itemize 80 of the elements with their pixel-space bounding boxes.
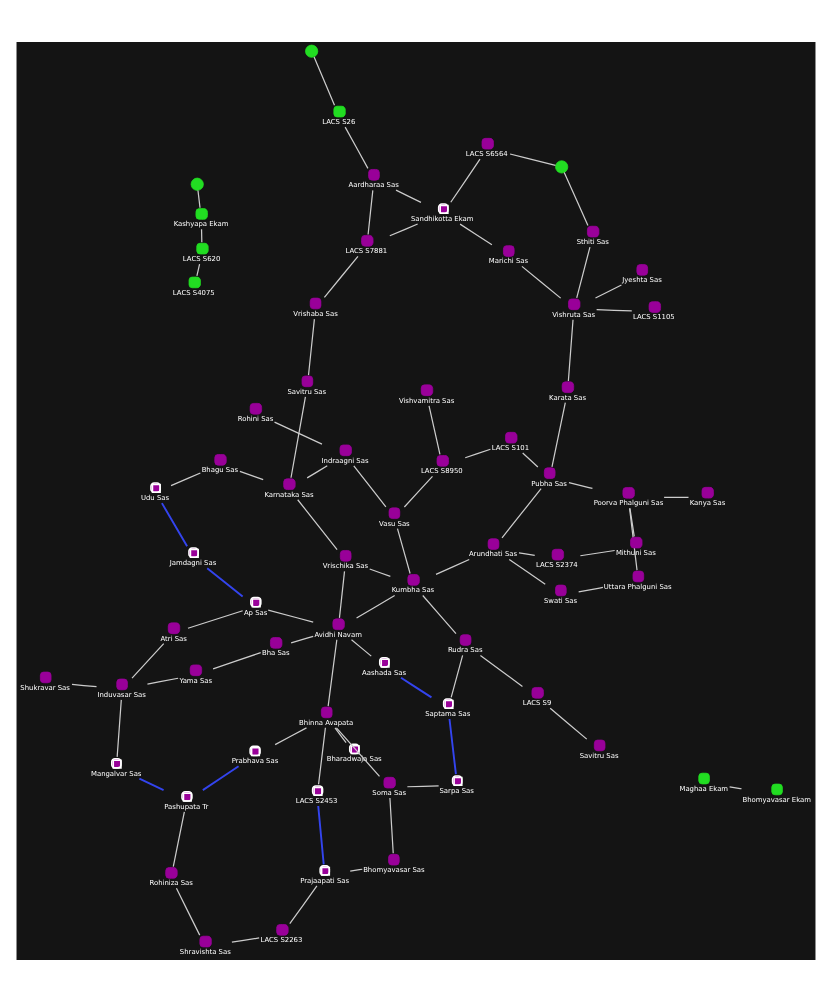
connector	[212, 651, 262, 669]
connector	[435, 557, 470, 574]
connector	[355, 593, 396, 618]
connector	[464, 447, 492, 458]
connector	[289, 884, 318, 924]
connector	[231, 936, 260, 942]
connector	[290, 395, 307, 478]
connector	[578, 585, 604, 592]
connector	[196, 262, 201, 276]
connector	[551, 401, 566, 467]
connector	[201, 764, 240, 791]
connector	[335, 726, 381, 776]
connector	[729, 785, 743, 789]
connector	[71, 682, 98, 687]
connector	[369, 567, 391, 576]
connector	[400, 675, 433, 698]
node-circle	[305, 43, 319, 57]
connector	[146, 676, 179, 684]
connector	[327, 638, 338, 706]
connector	[395, 188, 422, 202]
connector	[197, 188, 201, 208]
connector	[450, 653, 464, 698]
connector	[508, 557, 546, 584]
connector	[334, 726, 347, 743]
connector	[206, 566, 244, 597]
connector	[175, 886, 201, 935]
connector	[267, 608, 314, 622]
connector	[131, 642, 165, 678]
connector	[350, 638, 372, 656]
connector	[338, 569, 346, 618]
connector	[479, 653, 524, 687]
connector	[459, 222, 493, 245]
node-circle	[190, 176, 204, 190]
connector	[170, 471, 201, 486]
connector	[160, 501, 189, 547]
connector	[576, 245, 591, 298]
connector	[344, 125, 369, 168]
connector	[389, 222, 419, 236]
connector	[297, 498, 338, 550]
connector	[518, 551, 536, 556]
connector	[567, 318, 574, 381]
connector	[450, 157, 481, 202]
connector	[521, 264, 562, 298]
connector	[353, 464, 387, 507]
connector	[629, 506, 635, 537]
connector	[428, 404, 441, 455]
connector	[307, 317, 315, 375]
connector	[389, 796, 394, 853]
connector	[290, 634, 314, 643]
connector	[579, 548, 616, 556]
connector	[172, 810, 185, 867]
connector	[501, 487, 542, 538]
connector	[367, 188, 374, 235]
connector	[628, 506, 638, 570]
connector	[116, 698, 122, 757]
connector	[396, 527, 411, 574]
connector	[349, 867, 363, 871]
connector	[406, 784, 440, 787]
connector	[313, 55, 336, 105]
node-circle	[555, 159, 569, 173]
connector	[187, 609, 244, 628]
connector	[403, 474, 434, 507]
connector	[274, 726, 308, 745]
connector	[317, 804, 325, 865]
connector	[317, 726, 327, 784]
connector	[138, 776, 165, 791]
connector	[273, 420, 323, 444]
connector	[568, 480, 594, 489]
connector	[549, 706, 588, 739]
connector	[306, 464, 328, 478]
connector	[594, 283, 623, 298]
connector	[663, 495, 690, 497]
connector	[522, 451, 539, 467]
connector	[422, 593, 457, 634]
connector	[323, 254, 359, 297]
connector	[563, 170, 589, 225]
connector	[596, 308, 633, 311]
connector	[239, 469, 264, 480]
connector	[448, 717, 457, 775]
connector	[509, 152, 557, 165]
